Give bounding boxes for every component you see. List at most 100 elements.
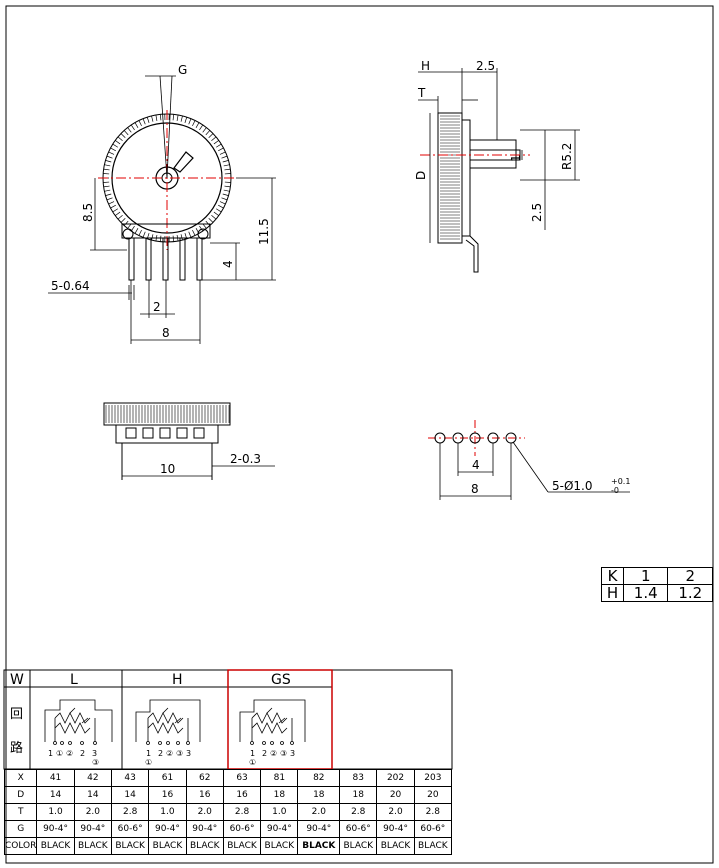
- bottom-terminals: [125, 427, 205, 439]
- terminal-pins: [128, 237, 203, 281]
- spec-cell: 60-6°: [413, 820, 453, 838]
- spec-cell: BLACK: [36, 837, 75, 855]
- spec-cell: 81: [260, 769, 299, 787]
- spec-row-label: X: [3, 769, 38, 787]
- kh-h-1: 1.4: [622, 584, 669, 602]
- pin-GS-1: ①: [249, 758, 256, 767]
- pin-H-3: ②: [166, 749, 173, 758]
- drawing-frame: [5, 5, 714, 864]
- spec-cell: BLACK: [339, 837, 378, 855]
- top-view: G 8.5 11.5 4 5-0.64 2: [48, 63, 276, 344]
- spec-cell: 41: [36, 769, 75, 787]
- pin-L-4: 3: [92, 749, 97, 758]
- spec-cell: 16: [222, 786, 262, 804]
- side-knurl: [440, 115, 460, 240]
- g-angle-line-left: [159, 75, 168, 179]
- spec-cell: 82: [297, 769, 341, 787]
- spec-cell: BLACK: [185, 837, 224, 855]
- kh-h-2: 1.2: [667, 584, 713, 602]
- kh-k-label: K: [601, 567, 624, 585]
- pin-H-5: 3: [186, 749, 191, 758]
- g-label: G: [178, 63, 187, 77]
- spec-cell: 2.8: [222, 803, 262, 821]
- spec-cell: 20: [376, 786, 415, 804]
- row-label-2: 路: [10, 740, 23, 756]
- schematic-GS: [239, 699, 306, 745]
- knurl-teeth: [103, 114, 231, 242]
- hole-pattern: 4 8 5-Ø1.0 +0.1 -0: [428, 420, 630, 500]
- pin-H-4: ③: [176, 749, 183, 758]
- dim-2: 2: [153, 300, 161, 314]
- kh-h-label: H: [601, 584, 624, 602]
- spec-cell: 63: [222, 769, 262, 787]
- side-dim-2-5: 2.5: [530, 203, 544, 222]
- spec-cell: 2.0: [185, 803, 224, 821]
- spec-row-label: T: [3, 803, 38, 821]
- spec-cell: 1.0: [148, 803, 187, 821]
- mount-hole-right: [197, 228, 209, 240]
- spec-cell: 2.8: [413, 803, 453, 821]
- side-dim-r5-2: R5.2: [560, 143, 574, 170]
- kh-k-1: 1: [622, 567, 669, 585]
- spec-cell: BLACK: [413, 837, 453, 855]
- spec-cell: BLACK: [222, 837, 262, 855]
- hole-dim-8: 8: [471, 482, 479, 496]
- pin-L-1: ①: [56, 749, 63, 758]
- bottom-knurl: [105, 405, 230, 423]
- side-h-label: H: [421, 59, 430, 73]
- kh-row-h: H 1.4 1.2: [601, 584, 713, 602]
- w-label: W: [10, 672, 24, 688]
- spec-cell: 60-6°: [222, 820, 262, 838]
- spec-cell: BLACK: [297, 837, 341, 855]
- column-GS: GS: [271, 672, 291, 688]
- hole-tol-minus: -0: [611, 486, 619, 495]
- spec-cell: 14: [73, 786, 113, 804]
- spec-cell: 2.0: [73, 803, 113, 821]
- spec-cell: 2.0: [297, 803, 341, 821]
- hole-tol-plus: +0.1: [611, 477, 630, 486]
- kh-row-k: K 1 2: [601, 567, 713, 585]
- hole-dim-4: 4: [472, 458, 480, 472]
- spec-cell: 62: [185, 769, 224, 787]
- spec-cell: BLACK: [148, 837, 187, 855]
- pin-L-5: ③: [92, 758, 99, 767]
- side-shaft-base: [469, 139, 517, 169]
- pin-L-2: ②: [66, 749, 73, 758]
- bottom-dim-10: 10: [160, 462, 175, 476]
- g-angle-line-right: [166, 75, 173, 179]
- spec-cell: 203: [413, 769, 453, 787]
- bottom-view: 10 2-0.3: [103, 402, 275, 480]
- pin-L-3: 2: [80, 749, 85, 758]
- side-wheel: [437, 112, 463, 244]
- spec-cell: 61: [148, 769, 187, 787]
- pin-H-1: ①: [145, 758, 152, 767]
- spec-cell: 14: [110, 786, 150, 804]
- side-pin: [465, 226, 479, 273]
- spec-cell: 90-4°: [297, 820, 341, 838]
- schematic-L: [44, 699, 113, 745]
- side-body: [461, 119, 471, 237]
- spec-cell: 60-6°: [110, 820, 150, 838]
- spec-cell: 90-4°: [376, 820, 415, 838]
- spec-cell: 90-4°: [36, 820, 75, 838]
- spec-cell: BLACK: [260, 837, 299, 855]
- side-d-label: D: [414, 171, 428, 180]
- spec-cell: 1.0: [260, 803, 299, 821]
- dim-pin-width: 5-0.64: [51, 279, 90, 293]
- pin-GS-0: 1: [250, 749, 255, 758]
- pin-GS-5: 3: [290, 749, 295, 758]
- kh-k-2: 2: [667, 567, 713, 585]
- pin-GS-4: ③: [280, 749, 287, 758]
- hole-label: 5-Ø1.0: [552, 479, 593, 493]
- schematic-H: [135, 699, 201, 745]
- spec-cell: 18: [297, 786, 341, 804]
- side-view: H 2.5 T D R5.2 1 2.5: [414, 59, 580, 273]
- spec-cell: 2.0: [376, 803, 415, 821]
- dim-4: 4: [221, 260, 235, 268]
- spec-cell: 83: [339, 769, 378, 787]
